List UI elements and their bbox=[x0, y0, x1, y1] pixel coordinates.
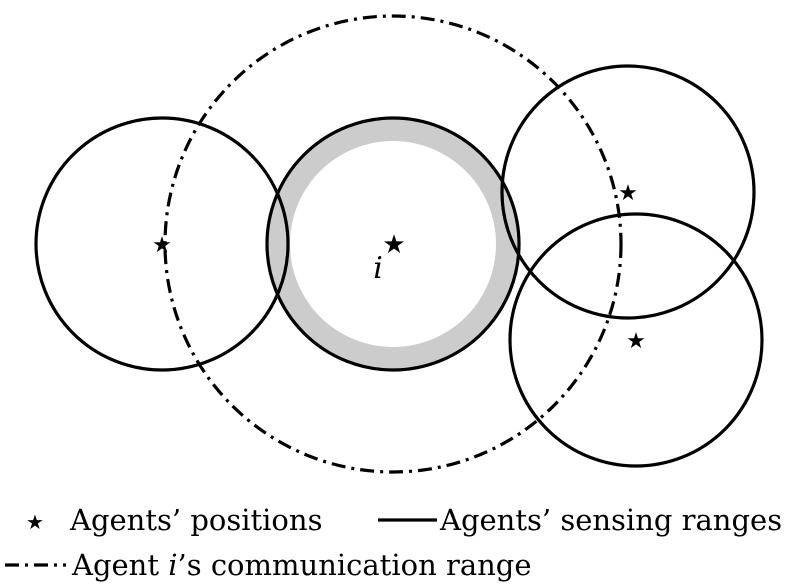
agent-position-star-lower-right: ★ bbox=[626, 329, 646, 354]
legend-communication-label: Agent i’s communication range bbox=[71, 548, 532, 582]
legend-sensing-label: Agents’ sensing ranges bbox=[439, 503, 782, 537]
legend-comm-prefix: Agent bbox=[71, 548, 168, 582]
legend-comm-italic: i bbox=[168, 548, 177, 582]
legend: ★ Agents’ positions Agents’ sensing rang… bbox=[5, 503, 782, 582]
legend-comm-suffix: ’s communication range bbox=[178, 548, 532, 582]
sensing-range-upper-right bbox=[500, 64, 756, 320]
sensing-range-left bbox=[34, 116, 290, 372]
central-agent-sensing bbox=[265, 116, 521, 372]
communication-range-circle bbox=[163, 14, 623, 474]
agent-position-star-center: ★ bbox=[382, 230, 405, 260]
inner-white-disk bbox=[290, 141, 496, 347]
legend-star-icon: ★ bbox=[26, 510, 44, 534]
agent-position-star-upper-right: ★ bbox=[618, 181, 638, 206]
agent-position-star-left: ★ bbox=[152, 233, 172, 258]
legend-positions-label: Agents’ positions bbox=[69, 503, 322, 537]
sensing-range-lower-right bbox=[508, 212, 764, 468]
agent-i-label: i bbox=[373, 251, 383, 286]
